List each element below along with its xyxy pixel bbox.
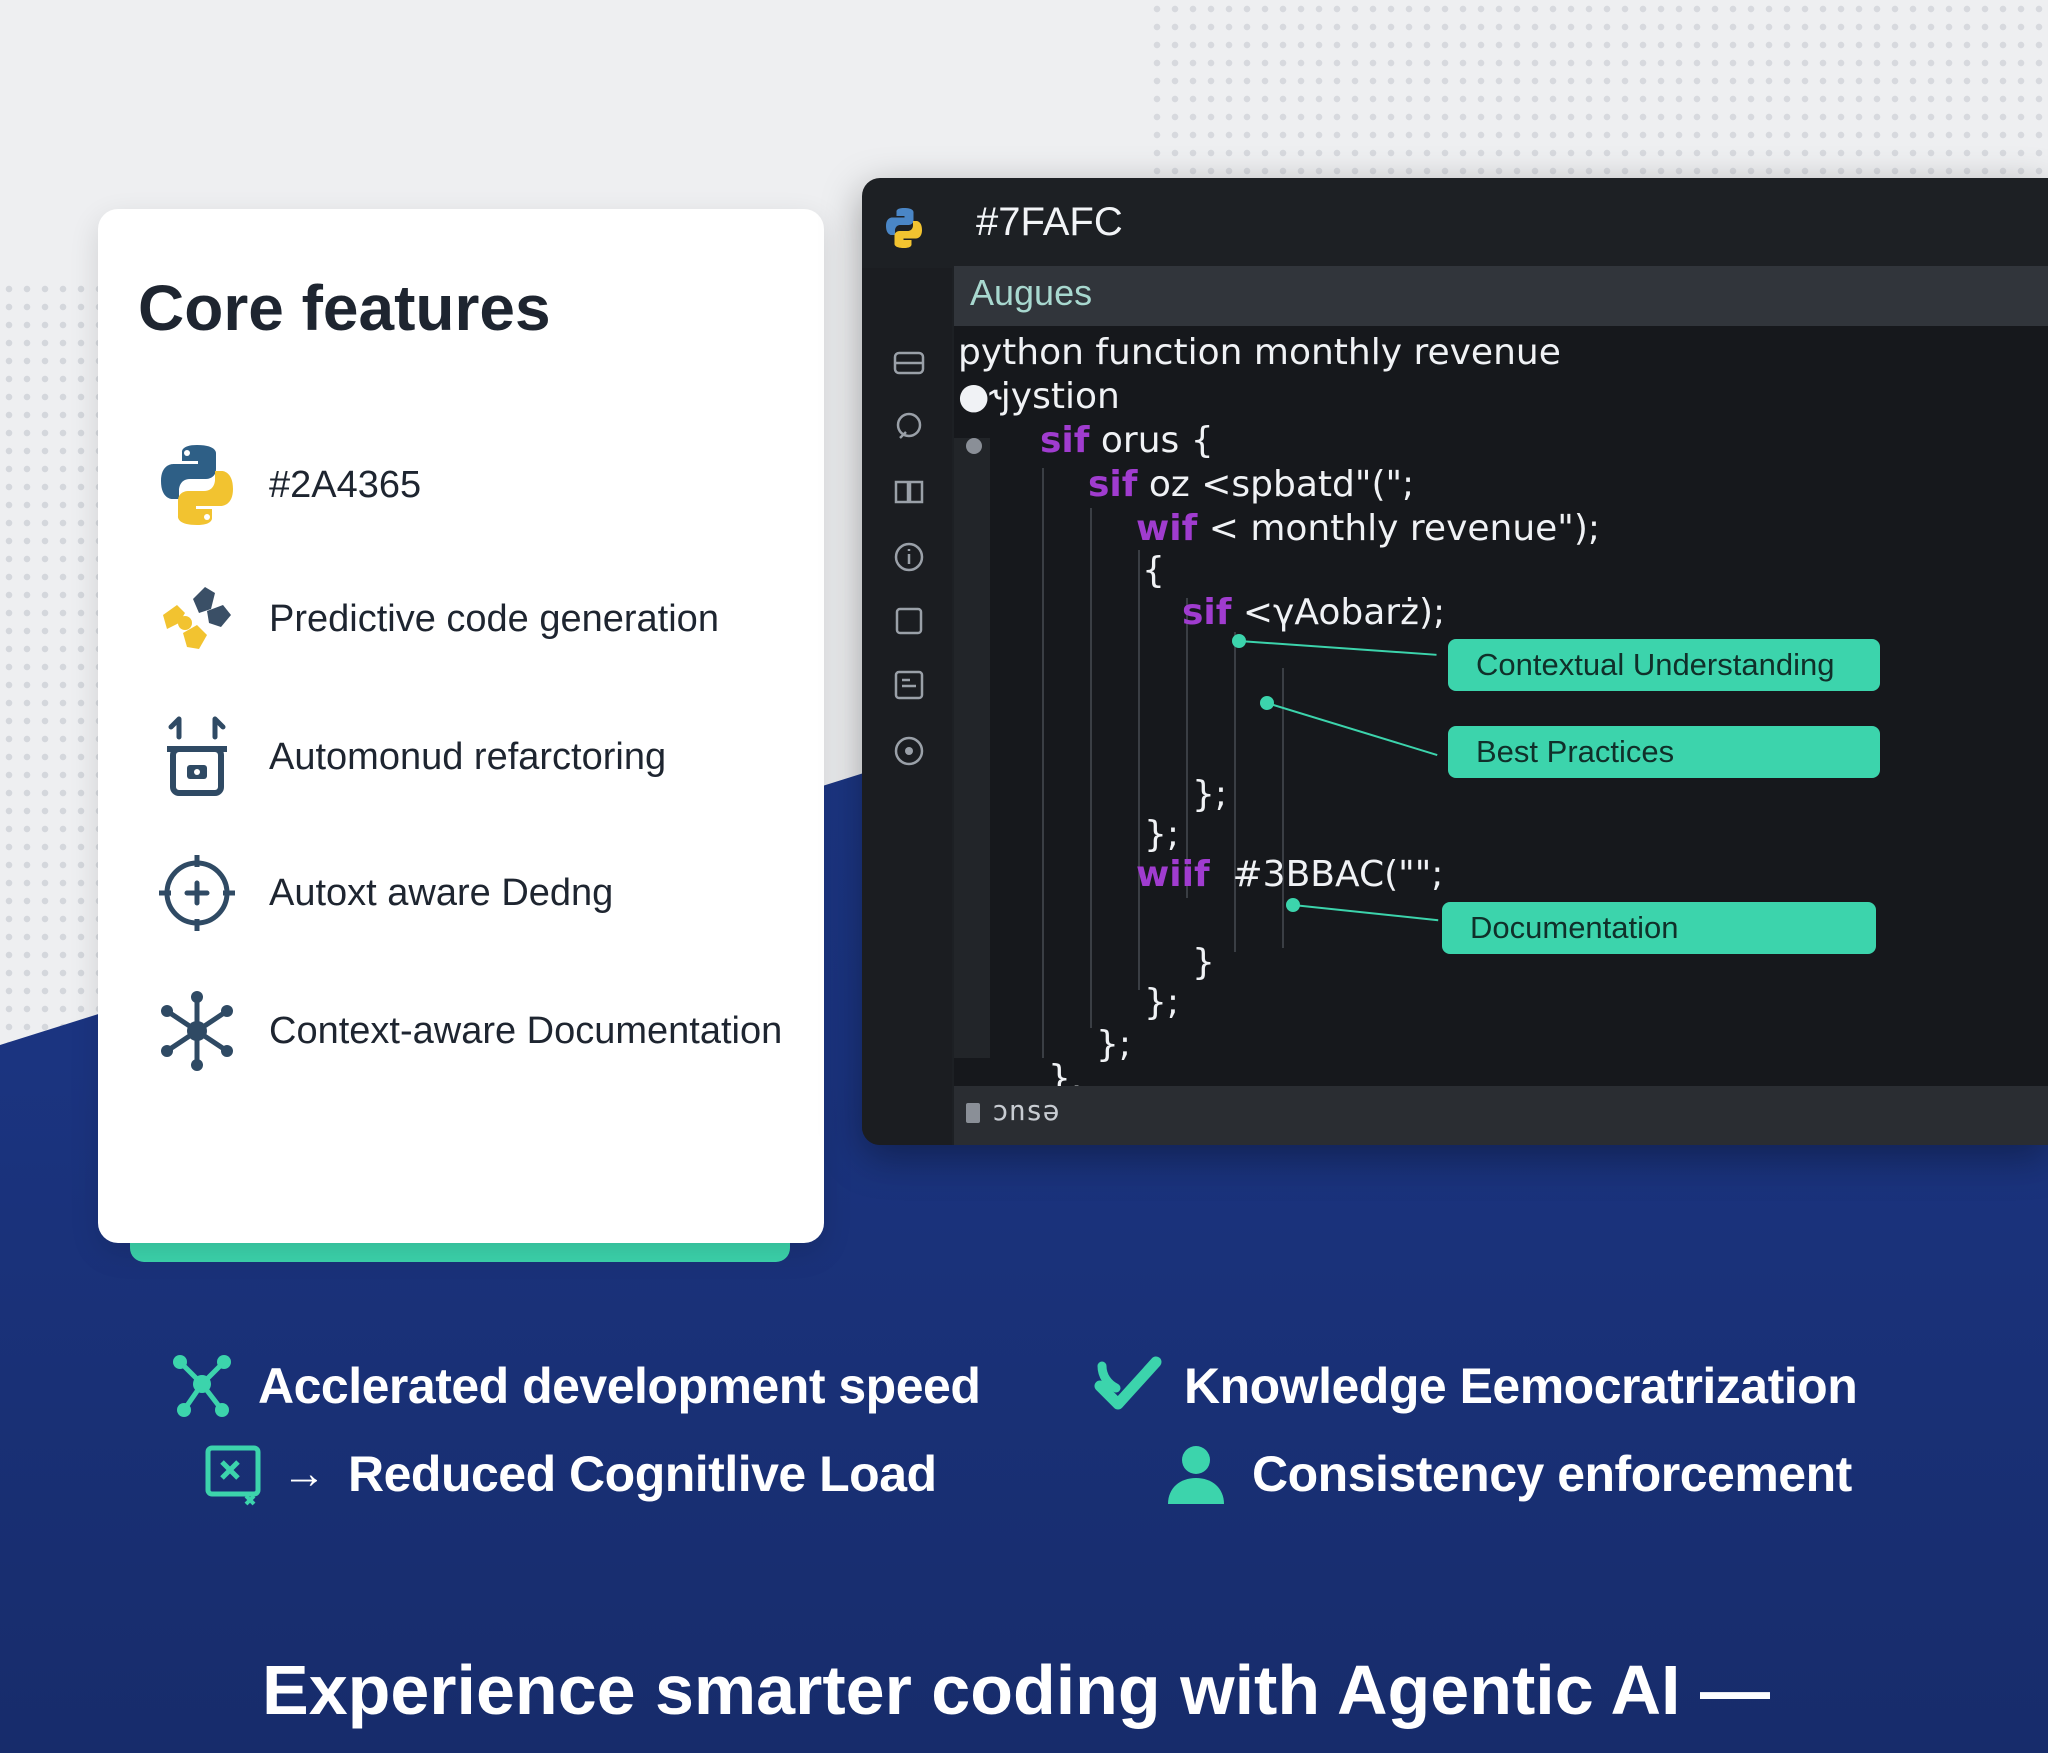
feature-label: Autoxt aware Dedng [269, 871, 614, 914]
molecule-icon [173, 1355, 231, 1417]
feature-item: Context-aware Documentation [153, 987, 782, 1075]
book-icon[interactable] [892, 474, 926, 508]
check-mark-icon [1094, 1356, 1162, 1410]
benefit-item: Acclerated development speed [168, 1352, 981, 1420]
indent-guide [1138, 550, 1140, 990]
code-line: }; [1144, 814, 1180, 855]
code-line: wiif #3BBAC(""; [1136, 854, 1444, 895]
editor-tab-bar [954, 266, 2048, 326]
feature-label: #2A4365 [269, 463, 422, 506]
python-logo-icon [161, 445, 233, 525]
compass-icon [159, 855, 235, 931]
indent-guide [1282, 668, 1284, 948]
network-hub-icon [161, 991, 233, 1071]
code-editor-window: #7FAFC Augues python function monthly re… [862, 178, 2048, 1145]
editor-tab[interactable]: Augues [970, 272, 1093, 313]
code-line: }; [1096, 1024, 1132, 1065]
window-title: #7FAFC [976, 200, 1123, 244]
search-icon[interactable] [892, 410, 926, 444]
dot-pattern-left [0, 280, 100, 1060]
code-line: sif <γAobarż); [1182, 592, 1446, 633]
tagline: Experience smarter coding with Agentic A… [262, 1651, 1770, 1729]
robot-icon [167, 716, 227, 796]
terminal-icon[interactable] [892, 668, 926, 702]
benefit-item: → Reduced Cognitlive Load [204, 1440, 937, 1508]
code-header-line: python function monthly revenue [958, 332, 1561, 373]
python-logo-icon [886, 208, 922, 248]
code-line: sif orus { [1040, 420, 1214, 461]
explorer-icon[interactable] [892, 346, 926, 380]
square-icon[interactable] [892, 604, 926, 638]
code-line: }; [1192, 774, 1228, 815]
feature-label: Predictive code generation [269, 597, 719, 640]
indent-guide [1234, 632, 1236, 952]
benefit-label: Knowledge Eemocratrization [1184, 1358, 1858, 1414]
status-text: ɔnsə [992, 1094, 1060, 1127]
indent-guide [1186, 598, 1188, 898]
annotation-documentation[interactable]: Documentation [1442, 902, 1876, 954]
feature-item: Autoxt aware Dedng [153, 849, 613, 937]
indent-guide [1090, 508, 1092, 1028]
code-line: } [1192, 942, 1215, 983]
info-icon[interactable] [892, 540, 926, 574]
settings-icon[interactable] [892, 734, 926, 768]
dot-pattern-top [1148, 0, 2048, 200]
benefit-label: Acclerated development speed [258, 1358, 981, 1414]
code-line: wif < monthly revenue"); [1136, 508, 1601, 549]
code-line: }; [1144, 982, 1180, 1023]
benefit-label: Consistency enforcement [1252, 1446, 1852, 1502]
feature-label: Automonud refarctoring [269, 735, 667, 778]
feature-item: Predictive code generation [153, 575, 719, 663]
breakpoint-marker[interactable] [966, 438, 982, 454]
annotation-contextual-understanding[interactable]: Contextual Understanding [1448, 639, 1880, 691]
code-area[interactable] [954, 326, 2048, 1086]
benefit-item: Knowledge Eemocratrization [1094, 1352, 1858, 1420]
core-features-card: Core features #2A4365 Predictive code ge… [98, 209, 824, 1243]
line-gutter [954, 438, 990, 1058]
activity-sidebar [862, 268, 952, 1145]
feature-item: #2A4365 [153, 441, 421, 529]
code-header-line: ●˞​jystion [958, 376, 1120, 417]
user-icon [1168, 1446, 1224, 1504]
status-indicator [966, 1103, 980, 1123]
feature-label: Context-aware Documentation [269, 1009, 783, 1052]
code-line: sif oz <spbatd"("; [1088, 464, 1415, 505]
puzzle-pieces-icon [163, 587, 231, 649]
indent-guide [1042, 468, 1044, 1058]
code-box-icon [205, 1445, 261, 1506]
feature-item: Automonud refarctoring [153, 713, 666, 801]
annotation-best-practices[interactable]: Best Practices [1448, 726, 1880, 778]
benefit-item: Consistency enforcement [1162, 1440, 1852, 1508]
card-title: Core features [138, 272, 551, 344]
status-bar [954, 1086, 2048, 1145]
arrow-icon: → [282, 1449, 326, 1498]
benefit-label: Reduced Cognitlive Load [348, 1446, 937, 1502]
code-line: { [1142, 550, 1165, 591]
